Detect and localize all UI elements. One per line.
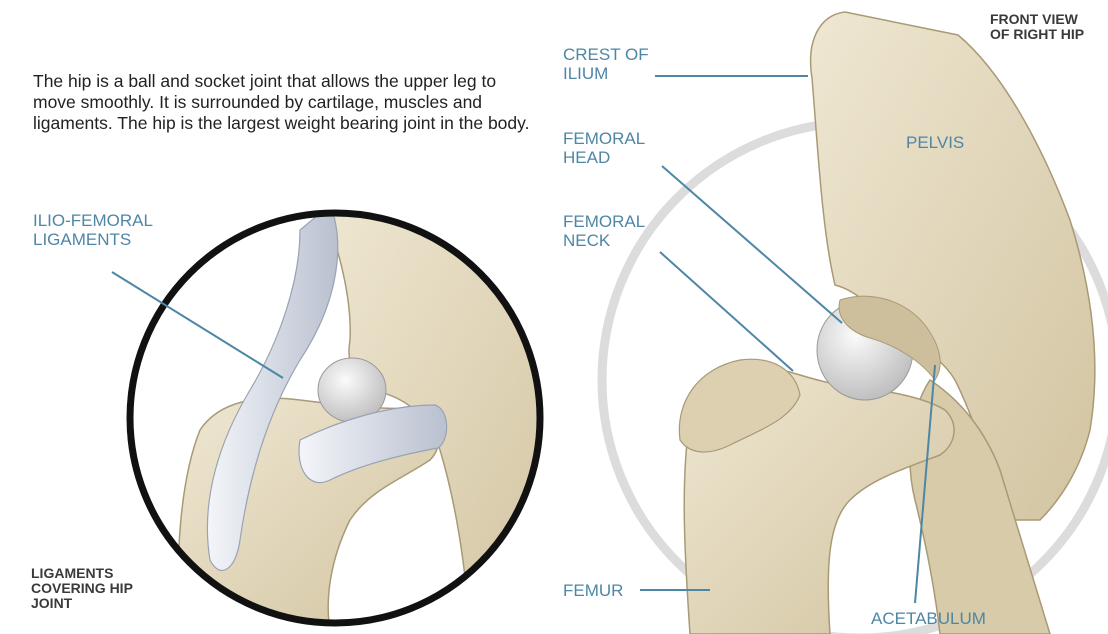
inset-illustration bbox=[120, 200, 560, 630]
label-ligaments-covering-hip-joint: LIGAMENTS COVERING HIP JOINT bbox=[31, 566, 133, 611]
label-ilio-femoral-ligaments: ILIO-FEMORAL LIGAMENTS bbox=[33, 211, 153, 249]
label-femur: FEMUR bbox=[563, 581, 623, 600]
label-crest-of-ilium: CREST OF ILIUM bbox=[563, 45, 649, 83]
intro-paragraph: The hip is a ball and socket joint that … bbox=[33, 71, 533, 134]
label-femoral-head: FEMORAL HEAD bbox=[563, 129, 645, 167]
label-pelvis: PELVIS bbox=[906, 133, 964, 152]
label-acetabulum: ACETABULUM bbox=[871, 609, 986, 628]
label-front-view-of-right-hip: FRONT VIEW OF RIGHT HIP bbox=[990, 12, 1084, 42]
label-femoral-neck: FEMORAL NECK bbox=[563, 212, 645, 250]
leader-femoral-neck bbox=[660, 252, 793, 371]
leader-femoral-head bbox=[662, 166, 842, 323]
